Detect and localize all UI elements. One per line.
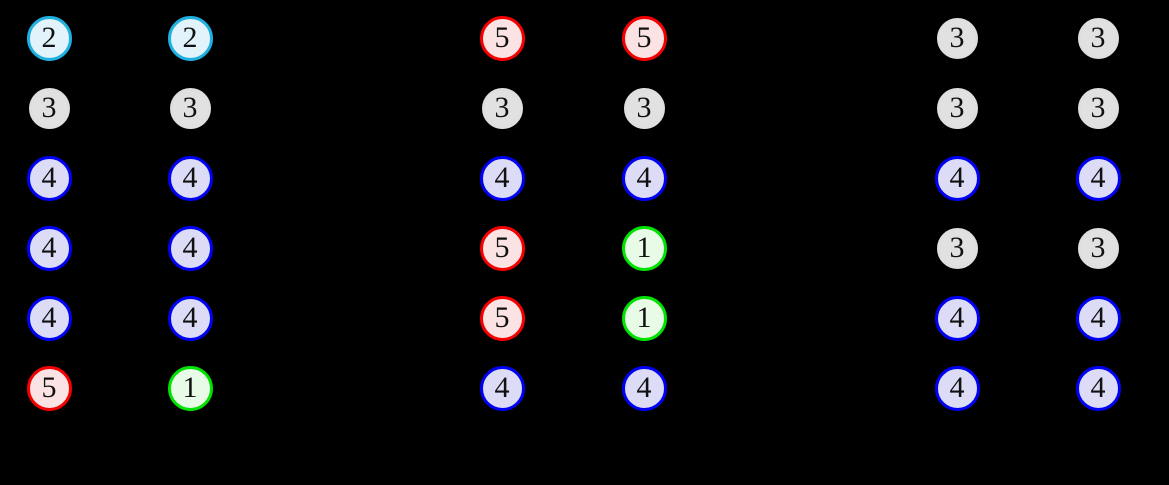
node-circle-blue: 4: [167, 295, 213, 341]
node-circle-blue: 4: [1075, 155, 1121, 201]
node-circle-cyan: 2: [26, 15, 72, 61]
node-circle-gray: 3: [623, 87, 665, 129]
node-circle-blue: 4: [1075, 295, 1121, 341]
node-circle-green: 1: [621, 225, 667, 271]
node-circle-blue: 4: [26, 155, 72, 201]
node-circle-red: 5: [479, 15, 525, 61]
node-circle-red: 5: [621, 15, 667, 61]
node-circle-red: 5: [479, 295, 525, 341]
node-circle-gray: 3: [28, 87, 70, 129]
node-circle-gray: 3: [1077, 17, 1119, 59]
node-circle-blue: 4: [167, 155, 213, 201]
node-circle-blue: 4: [167, 225, 213, 271]
node-circle-gray: 3: [936, 87, 978, 129]
node-circle-gray: 3: [481, 87, 523, 129]
node-circle-cyan: 2: [167, 15, 213, 61]
node-circle-blue: 4: [621, 365, 667, 411]
node-circle-blue: 4: [934, 365, 980, 411]
node-circle-blue: 4: [621, 155, 667, 201]
node-circle-blue: 4: [934, 295, 980, 341]
node-circle-green: 1: [167, 365, 213, 411]
node-circle-gray: 3: [1077, 87, 1119, 129]
node-circle-blue: 4: [934, 155, 980, 201]
node-circle-blue: 4: [26, 225, 72, 271]
node-circle-green: 1: [621, 295, 667, 341]
node-circle-blue: 4: [1075, 365, 1121, 411]
node-circle-red: 5: [26, 365, 72, 411]
node-circle-blue: 4: [26, 295, 72, 341]
node-circle-gray: 3: [936, 227, 978, 269]
node-circle-gray: 3: [936, 17, 978, 59]
node-circle-red: 5: [479, 225, 525, 271]
node-circle-blue: 4: [479, 365, 525, 411]
node-circle-blue: 4: [479, 155, 525, 201]
node-circle-gray: 3: [169, 87, 211, 129]
node-circle-gray: 3: [1077, 227, 1119, 269]
